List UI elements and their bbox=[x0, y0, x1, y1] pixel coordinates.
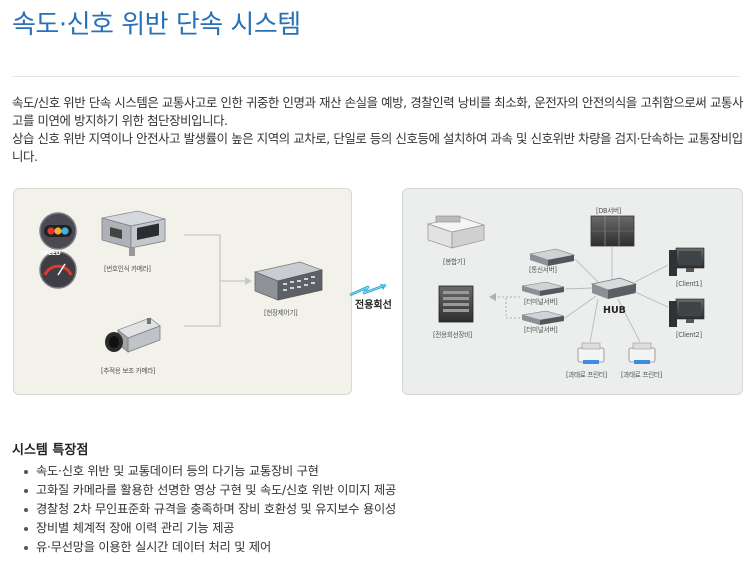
dedicated-line-label: 전용회선 bbox=[355, 300, 392, 311]
printer-2-label: [과태료 프린터] bbox=[621, 371, 662, 379]
feature-item: 유·무선망을 이용한 실시간 데이터 처리 및 제어 bbox=[22, 538, 396, 557]
intro-paragraph-1: 속도/신호 위반 단속 시스템은 교통사고로 인한 귀중한 인명과 재산 손실을… bbox=[12, 95, 743, 128]
plate-camera-label: [번호인식 카메라] bbox=[104, 265, 151, 273]
line-device-label: [전용회선장비] bbox=[433, 331, 473, 339]
feature-item: 속도·신호 위반 및 교통데이터 등의 다기능 교통장비 구현 bbox=[22, 462, 396, 481]
center-system-panel bbox=[402, 188, 743, 395]
title-divider bbox=[12, 76, 740, 77]
link-bolt-icon bbox=[349, 283, 387, 297]
printer-1-label: [과태료 프린터] bbox=[566, 371, 607, 379]
tracking-camera-label: [추적용 보조 카메라] bbox=[101, 367, 156, 375]
page-title: 속도·신호 위반 단속 시스템 bbox=[12, 10, 301, 40]
scanner-label: [봉합기] bbox=[443, 258, 465, 266]
feature-item: 장비별 체계적 장애 이력 관리 기능 제공 bbox=[22, 519, 396, 538]
intro-paragraph-2: 상습 신호 위반 지역이나 안전사고 발생률이 높은 지역의 교차로, 단일로 … bbox=[12, 131, 743, 164]
db-server-label: [DB서버] bbox=[596, 207, 622, 215]
features-title: 시스템 특장점 bbox=[12, 443, 89, 458]
feature-item: 고화질 카메라를 활용한 선명한 영상 구현 및 속도/신호 위반 이미지 제공 bbox=[22, 481, 396, 500]
client1-label: [Client1] bbox=[676, 280, 702, 288]
speed-badge-text: SPEED bbox=[40, 250, 61, 257]
feature-item: 경찰청 2차 무인표준화 규격을 충족하며 장비 호환성 및 유지보수 용이성 bbox=[22, 500, 396, 519]
field-controller-label: [현장제어기] bbox=[264, 309, 298, 317]
terminal-server-1-label: [터미널서버] bbox=[524, 298, 558, 306]
hub-label: HUB bbox=[603, 305, 626, 316]
terminal-server-2-label: [터미널서버] bbox=[524, 326, 558, 334]
intro-text: 속도/신호 위반 단속 시스템은 교통사고로 인한 귀중한 인명과 재산 손실을… bbox=[12, 94, 744, 166]
client2-label: [Client2] bbox=[676, 331, 702, 339]
features-list: 속도·신호 위반 및 교통데이터 등의 다기능 교통장비 구현 고화질 카메라를… bbox=[22, 462, 396, 557]
comm-server-label: [통신서버] bbox=[529, 266, 557, 274]
field-equipment-panel bbox=[13, 188, 352, 395]
